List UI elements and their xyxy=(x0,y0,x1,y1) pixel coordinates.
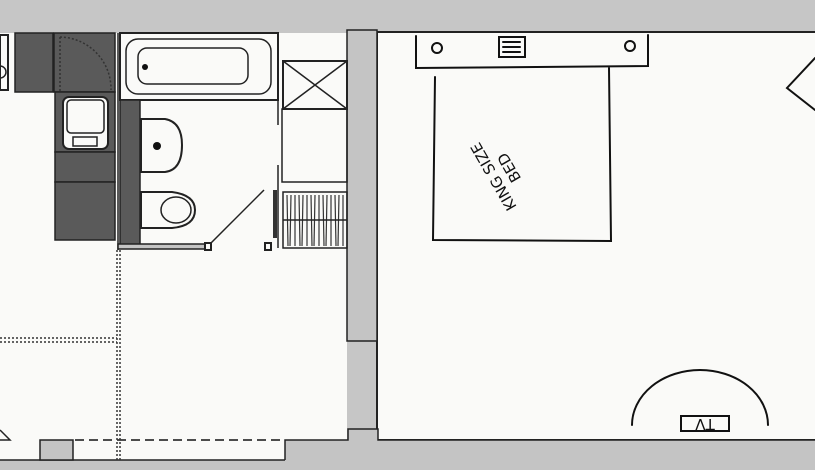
appliance xyxy=(0,34,9,91)
tv-label: TV xyxy=(695,415,716,433)
door-jamb xyxy=(264,242,272,251)
tv-viewing-arc xyxy=(631,369,769,426)
shaft-cross xyxy=(282,60,348,110)
sliding-door xyxy=(273,190,277,238)
door-jamb xyxy=(204,242,212,251)
bedroom-floor xyxy=(376,31,815,441)
kitchen-sink xyxy=(62,96,109,150)
sink-basin xyxy=(66,99,105,134)
bathtub-rim xyxy=(125,38,272,95)
kitchen-counter xyxy=(54,181,116,241)
tv-unit xyxy=(680,415,730,432)
bottom-wall xyxy=(0,460,815,470)
armchair xyxy=(785,57,815,111)
partition-wall xyxy=(346,29,378,342)
washbasin-tap-icon xyxy=(153,142,161,150)
door-triangle xyxy=(0,429,12,441)
bedside-lamp-icon xyxy=(624,40,636,52)
hob-icon xyxy=(0,65,7,79)
drain-icon xyxy=(142,64,148,70)
toilet-bowl xyxy=(160,196,192,224)
socket-detail xyxy=(502,41,521,53)
bathroom-counter xyxy=(119,99,141,246)
toilet xyxy=(140,191,197,229)
kitchen-counter xyxy=(14,32,54,93)
headboard xyxy=(415,34,649,70)
bottom-wall-right xyxy=(284,428,815,470)
closet-area xyxy=(281,108,348,183)
kitchen-counter-corner xyxy=(53,32,116,93)
bathtub-basin xyxy=(137,47,249,85)
kitchen-counter xyxy=(54,151,116,183)
wall-pillar xyxy=(39,439,74,461)
bathroom-bottom-wall xyxy=(117,243,209,250)
cabinet-door-swing xyxy=(59,36,112,92)
washbasin xyxy=(140,118,184,173)
socket-icon xyxy=(498,36,526,58)
bedside-lamp-icon xyxy=(431,42,443,54)
bathroom-door xyxy=(209,189,265,245)
sink-drainer xyxy=(72,136,98,147)
king-size-bed xyxy=(431,67,613,243)
